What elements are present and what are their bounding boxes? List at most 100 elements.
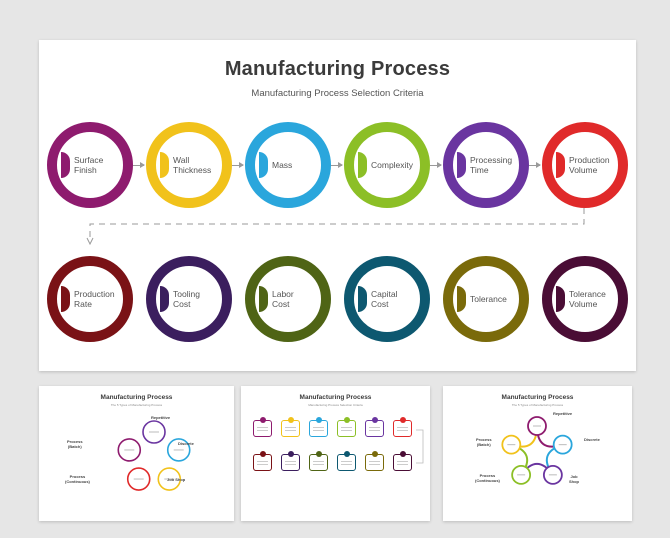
criteria-mini-card [309, 451, 328, 471]
thumb-subtitle: The 5 Types of Manufacturing Process [110, 403, 163, 407]
criteria-mini-card [337, 417, 356, 437]
thumbnail-slide-2[interactable]: Manufacturing Process Manufacturing Proc… [241, 386, 430, 521]
slide-subtitle: Manufacturing Process Selection Criteria [251, 88, 424, 99]
step-notch [160, 286, 169, 312]
card-text-placeholder [341, 427, 352, 431]
card-text-placeholder [397, 461, 408, 465]
step-label: Tolerance Volume [569, 289, 606, 309]
label-job-shop: Job Shop [569, 474, 579, 484]
step-arrow [529, 162, 541, 168]
step-label: Wall Thickness [173, 155, 212, 175]
step-notch [160, 152, 169, 178]
step-label: Tolerance [470, 294, 507, 304]
label-batch: Process (Batch) [67, 439, 83, 449]
card-text-placeholder [397, 427, 408, 431]
step-circle: Complexity [344, 122, 430, 208]
step-label: Capital Cost [371, 289, 398, 309]
step-label: Production Rate [74, 289, 115, 309]
criteria-mini-card [309, 417, 328, 437]
step-circle: Tolerance Volume [542, 256, 628, 342]
step-label: Labor Cost [272, 289, 294, 309]
card-number-dot [287, 417, 294, 423]
step-circle: Surface Finish [47, 122, 133, 208]
step-notch [259, 286, 268, 312]
step-circle: Production Volume [542, 122, 628, 208]
step-label: Tooling Cost [173, 289, 200, 309]
card-text-placeholder [285, 427, 296, 431]
criteria-mini-card [253, 417, 272, 437]
thumbnail-slide-3[interactable]: Manufacturing Process The 5 Types of Man… [443, 386, 632, 521]
card-number-dot [343, 417, 350, 423]
criteria-mini-card [393, 451, 412, 471]
card-text-placeholder [313, 427, 324, 431]
card-number-dot [315, 451, 322, 457]
label-repetitive: Repetitive [151, 415, 171, 420]
step-notch [61, 152, 70, 178]
step-notch [457, 286, 466, 312]
step-notch [556, 152, 565, 178]
step-label: Processing Time [470, 155, 513, 175]
criteria-mini-card [337, 451, 356, 471]
card-number-dot [399, 451, 406, 457]
card-number-dot [259, 451, 266, 457]
thumb-subtitle: The 5 Types of Manufacturing Process [511, 403, 564, 407]
step-arrow [430, 162, 442, 168]
step-notch [457, 152, 466, 178]
card-text-placeholder [257, 461, 268, 465]
step-arrow [232, 162, 244, 168]
label-repetitive: Repetitive [553, 411, 573, 416]
thumb-subtitle: Manufacturing Process Selection Criteria [308, 403, 363, 407]
criteria-mini-card [365, 451, 384, 471]
step-circle: Capital Cost [344, 256, 430, 342]
step-label: Mass [272, 160, 293, 170]
step-circle: Mass [245, 122, 331, 208]
step-notch [259, 152, 268, 178]
step-notch [61, 286, 70, 312]
step-label: Surface Finish [74, 155, 104, 175]
card-number-dot [315, 417, 322, 423]
step-circle: Tooling Cost [146, 256, 232, 342]
thumb-title: Manufacturing Process [501, 394, 574, 401]
label-discrete: Discrete [178, 441, 194, 446]
slide-title: Manufacturing Process [224, 58, 451, 80]
card-text-placeholder [369, 427, 380, 431]
card-text-placeholder [341, 461, 352, 465]
card-number-dot [399, 417, 406, 423]
label-continuous: Process (Continuous) [65, 474, 90, 484]
step-notch [358, 286, 367, 312]
label-discrete: Discrete [584, 437, 600, 442]
step-notch [556, 286, 565, 312]
card-number-dot [287, 451, 294, 457]
criteria-mini-card [365, 417, 384, 437]
step-circle: Labor Cost [245, 256, 331, 342]
card-text-placeholder [369, 461, 380, 465]
step-circle: Tolerance [443, 256, 529, 342]
criteria-mini-card [281, 451, 300, 471]
label-batch: Process (Batch) [476, 437, 492, 447]
step-notch [358, 152, 367, 178]
card-number-dot [371, 417, 378, 423]
grid-connector-line [416, 429, 424, 464]
thumbnail-slide-1[interactable]: Manufacturing Process The 5 Types of Man… [39, 386, 234, 521]
card-number-dot [343, 451, 350, 457]
step-label: Production Volume [569, 155, 610, 175]
card-text-placeholder [313, 461, 324, 465]
step-circle: Processing Time [443, 122, 529, 208]
label-continuous: Process (Continuous) [475, 473, 500, 483]
thumb-title: Manufacturing Process [299, 394, 372, 401]
row-connector-dashed-line [86, 208, 585, 246]
five-types-ring-diagram [117, 420, 191, 491]
step-arrow [133, 162, 145, 168]
criteria-mini-card [393, 417, 412, 437]
criteria-mini-card [281, 417, 300, 437]
card-number-dot [259, 417, 266, 423]
thumb-title: Manufacturing Process [100, 394, 173, 401]
card-number-dot [371, 451, 378, 457]
label-job-shop: Job Shop [167, 477, 186, 482]
step-label: Complexity [371, 160, 414, 170]
step-arrow [331, 162, 343, 168]
card-text-placeholder [285, 461, 296, 465]
card-text-placeholder [257, 427, 268, 431]
main-slide-preview[interactable]: Manufacturing Process Manufacturing Proc… [39, 40, 636, 371]
step-circle: Production Rate [47, 256, 133, 342]
